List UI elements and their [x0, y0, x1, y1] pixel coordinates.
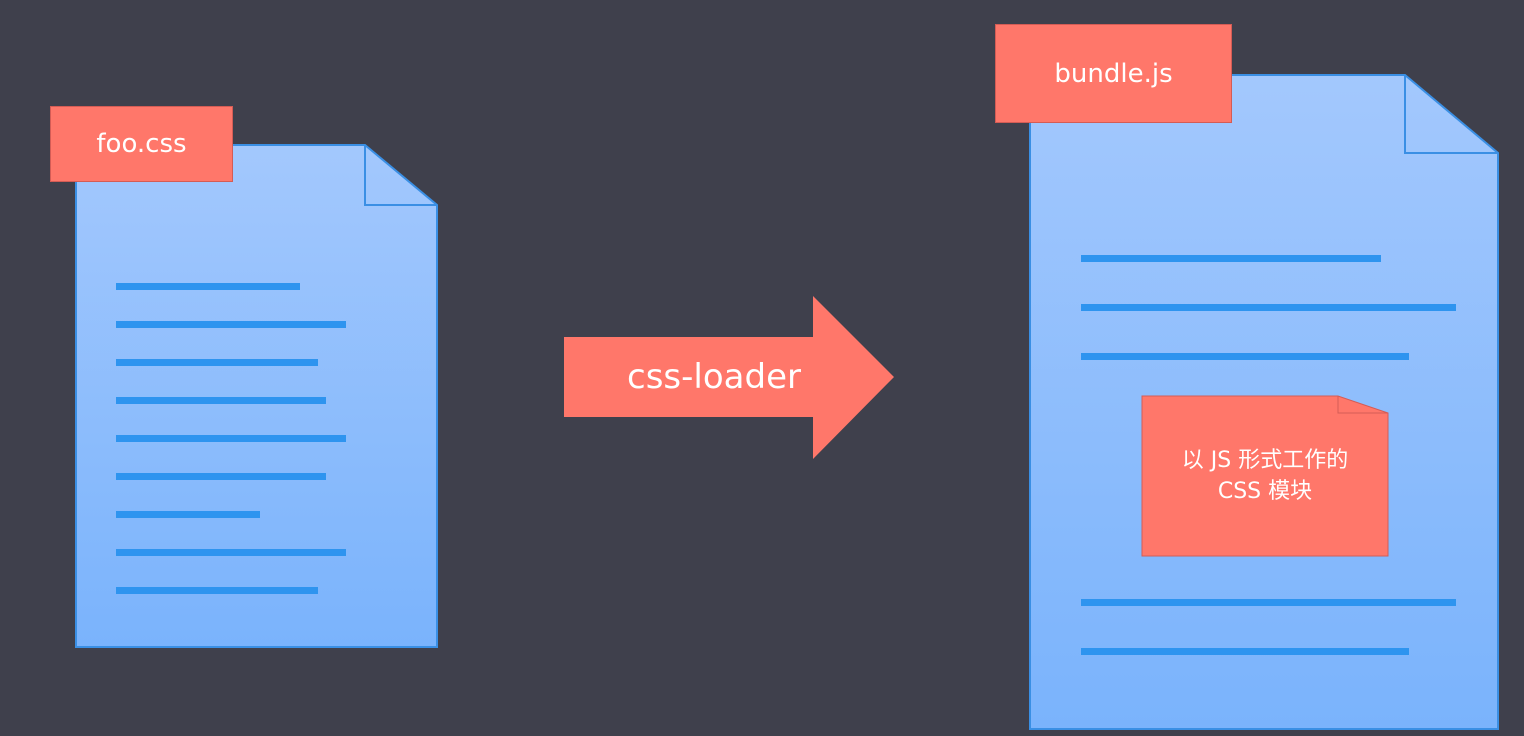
text-line — [116, 511, 260, 518]
embedded-module-line1: 以 JS 形式工作的 — [1181, 448, 1349, 473]
output-file-name: bundle.js — [1054, 58, 1173, 89]
embedded-module-line2: CSS 模块 — [1217, 479, 1313, 504]
text-line — [116, 549, 346, 556]
source-file-label: foo.css — [50, 106, 233, 182]
source-file-name: foo.css — [96, 129, 187, 159]
text-line — [116, 321, 346, 328]
transform-label: css-loader — [564, 337, 864, 417]
embedded-module-note — [1141, 395, 1389, 557]
text-line — [1081, 648, 1409, 655]
embedded-module-text: 以 JS 形式工作的 CSS 模块 — [1142, 445, 1388, 507]
css-loader-arrow — [564, 296, 894, 459]
source-document-shape — [75, 144, 438, 648]
text-line — [116, 283, 300, 290]
text-line — [1081, 255, 1381, 262]
output-file-label: bundle.js — [995, 24, 1232, 123]
text-line — [116, 435, 346, 442]
text-line — [1081, 353, 1409, 360]
text-line — [116, 359, 318, 366]
text-line — [116, 397, 326, 404]
loader-name: css-loader — [627, 357, 801, 397]
text-line — [1081, 599, 1456, 606]
text-line — [116, 587, 318, 594]
text-line — [1081, 304, 1456, 311]
text-line — [116, 473, 326, 480]
